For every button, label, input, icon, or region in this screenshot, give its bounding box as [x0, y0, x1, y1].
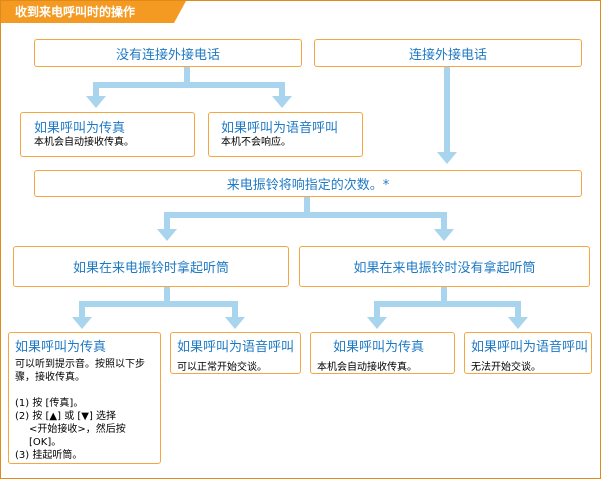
arrow-stem: [279, 87, 285, 97]
arrow-head: [86, 96, 106, 108]
picked-up-box: 如果在来电振铃时拿起听筒: [13, 246, 289, 287]
no-phone-fax-title: 如果呼叫为传真: [34, 121, 126, 136]
arrow-head: [437, 152, 457, 164]
arrow-head: [508, 317, 528, 329]
no-external-phone-box: 没有连接外接电话: [34, 39, 302, 67]
ring-text: 来电振铃将响指定的次数。*: [226, 178, 390, 193]
arrow-stem: [441, 217, 447, 230]
external-phone-box: 连接外接电话: [314, 39, 582, 67]
not-picked-fax-box: 如果呼叫为传真 本机会自动接收传真。: [310, 332, 455, 374]
picked-voice-title: 如果呼叫为语音呼叫: [177, 340, 295, 355]
arrow-stem: [79, 306, 85, 318]
arrow-head: [225, 317, 245, 329]
not-picked-up-label: 如果在来电振铃时没有拿起听筒: [353, 261, 536, 276]
picked-voice-box: 如果呼叫为语音呼叫 可以正常开始交谈。: [170, 332, 301, 374]
arrow-bar: [164, 212, 447, 218]
not-picked-voice-text: 无法开始交谈。: [471, 362, 541, 373]
arrow-head: [72, 317, 92, 329]
picked-up-label: 如果在来电振铃时拿起听筒: [72, 261, 229, 276]
header-title: 收到来电呼叫时的操作: [1, 1, 186, 23]
picked-fax-text: 可以听到提示音。按照以下步骤，接收传真。: [15, 359, 145, 383]
not-picked-voice-box: 如果呼叫为语音呼叫 无法开始交谈。: [464, 332, 592, 374]
arrow-stem: [374, 306, 380, 318]
arrow-stem: [164, 217, 170, 230]
not-picked-fax-title: 如果呼叫为传真: [333, 340, 425, 355]
picked-fax-title: 如果呼叫为传真: [15, 340, 107, 355]
picked-voice-text: 可以正常开始交谈。: [177, 362, 267, 373]
arrow-stem: [184, 67, 190, 83]
no-phone-fax-box: 如果呼叫为传真 本机会自动接收传真。: [20, 112, 195, 157]
not-picked-up-box: 如果在来电振铃时没有拿起听筒: [299, 246, 590, 287]
arrow-bar: [79, 301, 238, 307]
not-picked-voice-title: 如果呼叫为语音呼叫: [471, 340, 589, 355]
picked-fax-box: 如果呼叫为传真 可以听到提示音。按照以下步骤，接收传真。 (1) 按 [传真]。…: [8, 332, 161, 464]
picked-fax-step2a: (2) 按 [▲] 或 [▼] 选择: [15, 411, 117, 422]
picked-fax-step1: (1) 按 [传真]。: [15, 398, 84, 409]
no-phone-voice-box: 如果呼叫为语音呼叫 本机不会响应。: [208, 112, 363, 157]
no-external-phone-label: 没有连接外接电话: [115, 47, 220, 63]
arrow-stem: [232, 306, 238, 318]
arrow-bar: [374, 301, 521, 307]
arrow-stem: [444, 67, 450, 153]
ring-box: 来电振铃将响指定的次数。*: [34, 170, 582, 197]
arrow-stem: [304, 197, 310, 213]
arrow-stem: [93, 87, 99, 97]
picked-fax-step3: (3) 挂起听筒。: [15, 450, 83, 461]
arrow-stem: [164, 287, 170, 302]
arrow-head: [157, 229, 177, 241]
arrow-stem: [515, 306, 521, 318]
arrow-head: [272, 96, 292, 108]
not-picked-fax-text: 本机会自动接收传真。: [317, 362, 417, 373]
external-phone-label: 连接外接电话: [408, 47, 487, 63]
no-phone-voice-text: 本机不会响应。: [221, 137, 291, 148]
arrow-bar: [93, 82, 285, 88]
picked-fax-step2c: [OK]。: [29, 437, 62, 448]
picked-fax-step2b: <开始接收>，然后按: [29, 424, 126, 435]
arrow-head: [367, 317, 387, 329]
arrow-stem: [441, 287, 447, 302]
no-phone-voice-title: 如果呼叫为语音呼叫: [221, 121, 339, 136]
no-phone-fax-text: 本机会自动接收传真。: [34, 137, 134, 148]
arrow-head: [434, 229, 454, 241]
